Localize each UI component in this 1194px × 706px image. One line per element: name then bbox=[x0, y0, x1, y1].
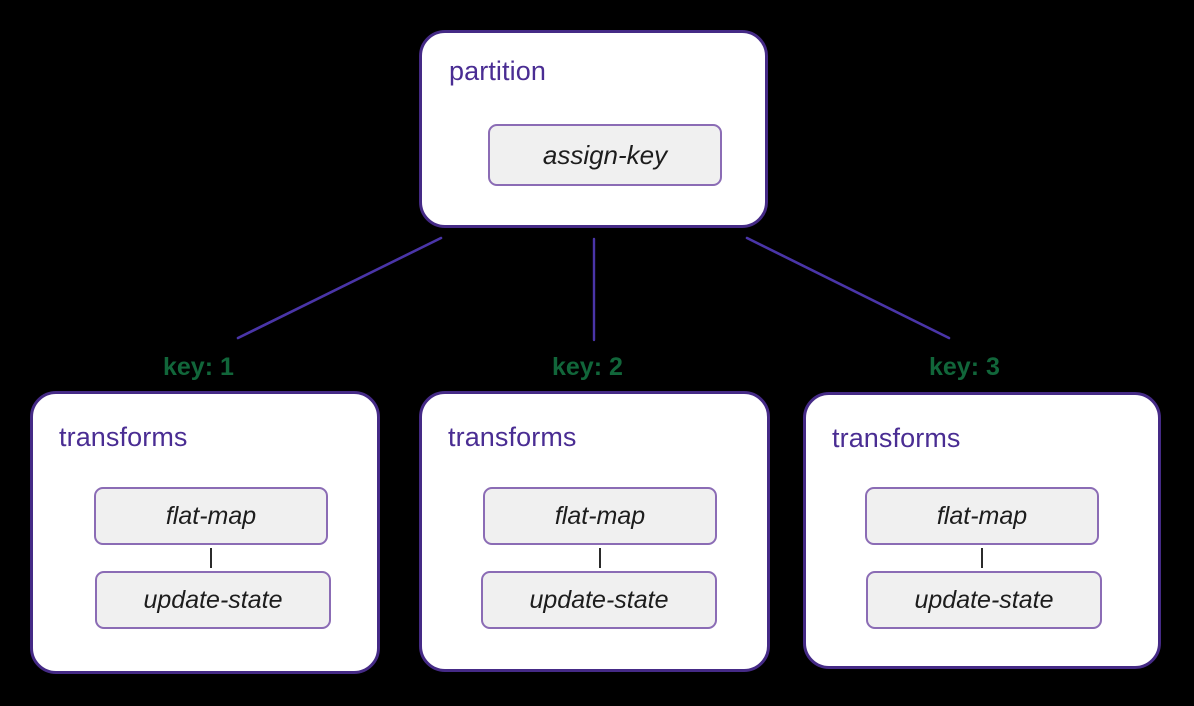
edge-root-to-child-1 bbox=[236, 236, 443, 340]
op-update-state-3[interactable]: update-state bbox=[866, 571, 1102, 629]
op-update-state-2-label: update-state bbox=[529, 585, 669, 614]
op-update-state-1-label: update-state bbox=[143, 585, 283, 614]
op-flat-map-3-label: flat-map bbox=[936, 501, 1028, 530]
op-flat-map-3[interactable]: flat-map bbox=[865, 487, 1099, 545]
op-assign-key-label: assign-key bbox=[542, 140, 668, 170]
node-transforms-2-title: transforms bbox=[448, 422, 577, 452]
op-update-state-1[interactable]: update-state bbox=[95, 571, 331, 629]
node-partition[interactable]: partition assign-key bbox=[419, 30, 768, 228]
edge-root-to-child-3 bbox=[745, 236, 951, 340]
op-flat-map-1-label: flat-map bbox=[165, 501, 257, 530]
op-update-state-2[interactable]: update-state bbox=[481, 571, 717, 629]
node-transforms-1[interactable]: transforms flat-map update-state bbox=[30, 391, 380, 674]
op-update-state-3-label: update-state bbox=[914, 585, 1054, 614]
op-link-1 bbox=[210, 548, 212, 568]
op-link-3 bbox=[981, 548, 983, 568]
op-assign-key[interactable]: assign-key bbox=[488, 124, 722, 186]
op-flat-map-1[interactable]: flat-map bbox=[94, 487, 328, 545]
op-flat-map-2-label: flat-map bbox=[554, 501, 646, 530]
node-transforms-3-title: transforms bbox=[832, 423, 961, 453]
op-link-2 bbox=[599, 548, 601, 568]
node-transforms-3[interactable]: transforms flat-map update-state bbox=[803, 392, 1161, 669]
edge-label-key-1: key: 1 bbox=[163, 353, 234, 381]
edge-label-key-2: key: 2 bbox=[552, 353, 623, 381]
node-partition-title: partition bbox=[449, 56, 546, 86]
node-transforms-2[interactable]: transforms flat-map update-state bbox=[419, 391, 770, 672]
node-transforms-1-title: transforms bbox=[59, 422, 188, 452]
edge-label-key-3: key: 3 bbox=[929, 353, 1000, 381]
op-flat-map-2[interactable]: flat-map bbox=[483, 487, 717, 545]
